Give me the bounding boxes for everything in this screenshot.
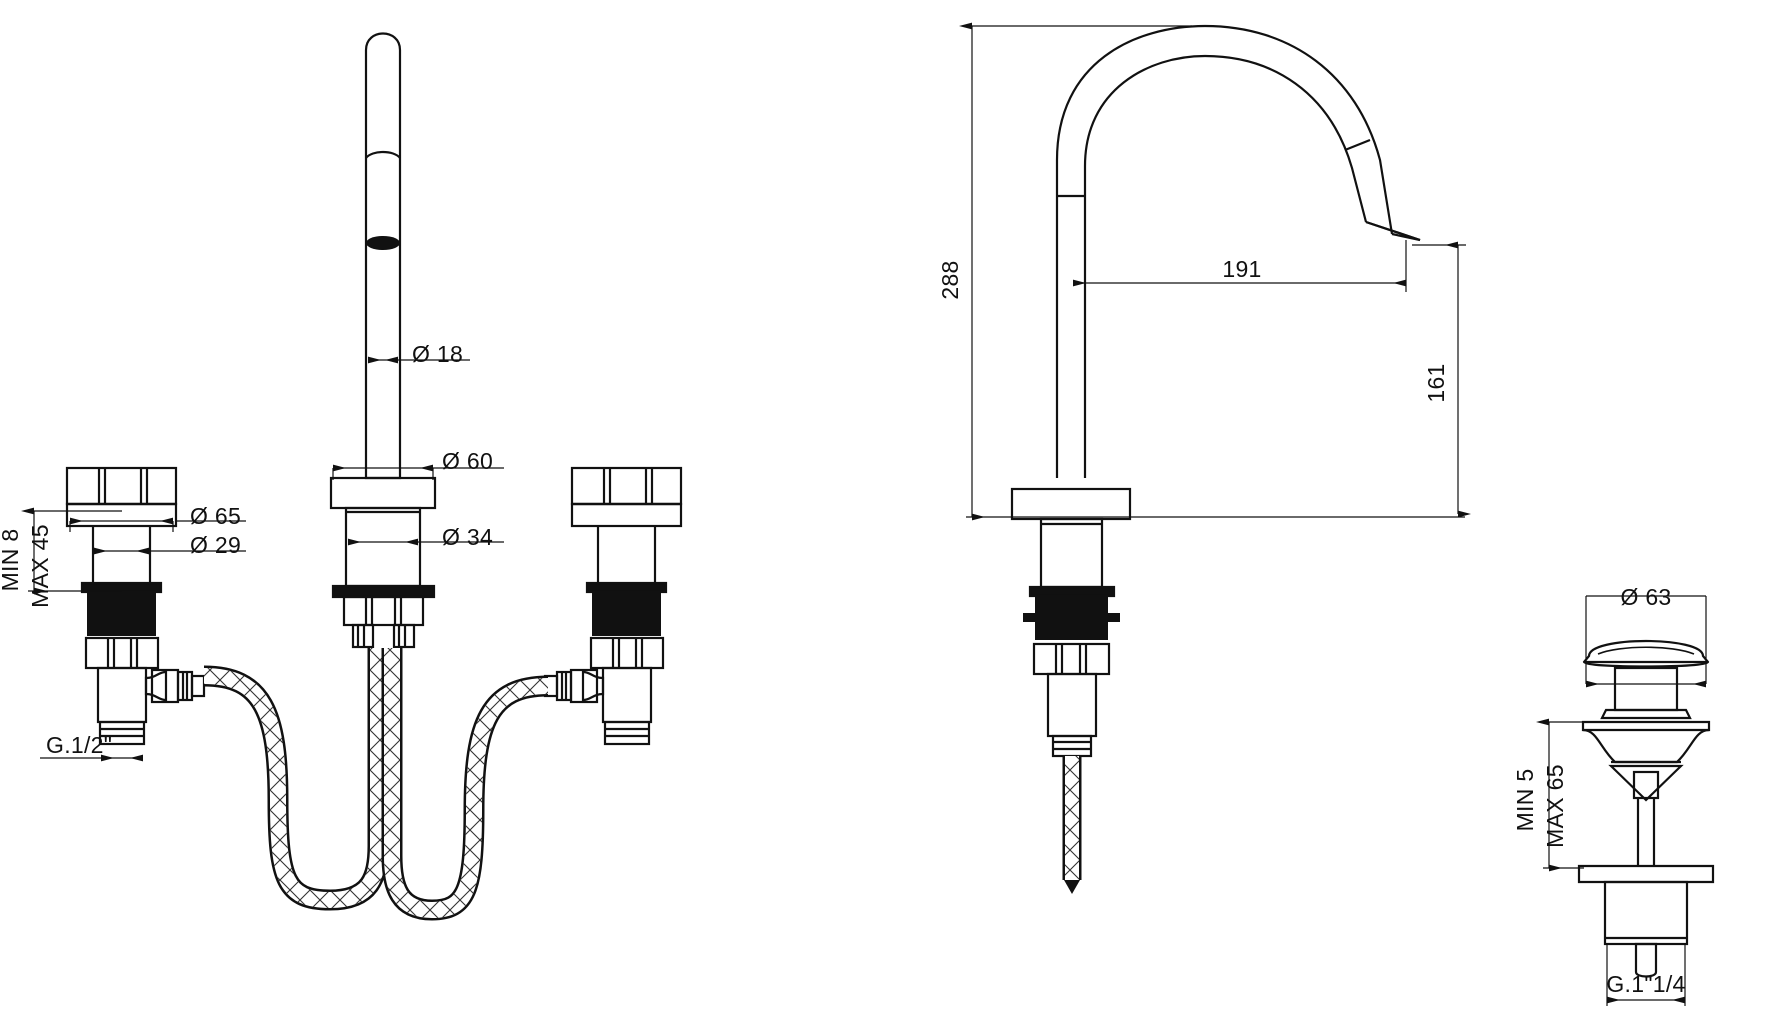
dim-label-drain-min: MIN 5 [1512,769,1538,832]
dim-label-handle-max: MAX 45 [27,524,53,608]
dim-drain-thread [1606,944,1686,1006]
dim-spout-reach [1073,240,1407,292]
hose-right [381,648,549,921]
dim-handle-cap-dia [69,517,246,532]
dim-label-drain-thread: G.1"1/4 [1606,971,1685,997]
dim-label-spout-tube-dia: Ø 18 [412,341,463,367]
side-view-gooseneck [1055,24,1421,478]
dim-spout-height [959,22,1465,521]
dim-label-drain-flange-dia: Ø 63 [1620,584,1671,610]
dim-label-handle-cap-dia: Ø 65 [190,503,241,529]
dim-spout-base-dia [332,464,504,480]
dim-label-spout-reach: 191 [1222,256,1261,282]
dim-handle-mount-thickness [21,507,122,595]
dim-label-spout-height: 288 [937,260,963,299]
dim-drain-mount-thickness [1536,718,1588,872]
right-handle-assembly [543,466,683,746]
dim-label-handle-min: MIN 8 [0,529,23,592]
left-handle-assembly [65,466,206,746]
dim-label-outlet-height: 161 [1423,363,1449,402]
hose-left [203,648,389,911]
dim-label-spout-base-dia: Ø 60 [442,448,493,474]
dim-label-drain-max: MAX 65 [1542,764,1568,848]
center-spout-front [329,32,437,649]
dim-label-handle-stem-dia: Ø 29 [190,532,241,558]
pop-up-waste-assembly [1577,639,1715,978]
dim-label-spout-shank-dia: Ø 34 [442,524,493,550]
dim-drain-flange-dia [1585,595,1707,688]
side-view-tail-hose [1062,756,1082,894]
side-view-body [1010,487,1132,894]
dim-outlet-height [1412,241,1471,518]
braided-hoses [203,648,549,921]
dim-label-inlet-thread: G.1/2" [46,732,112,758]
